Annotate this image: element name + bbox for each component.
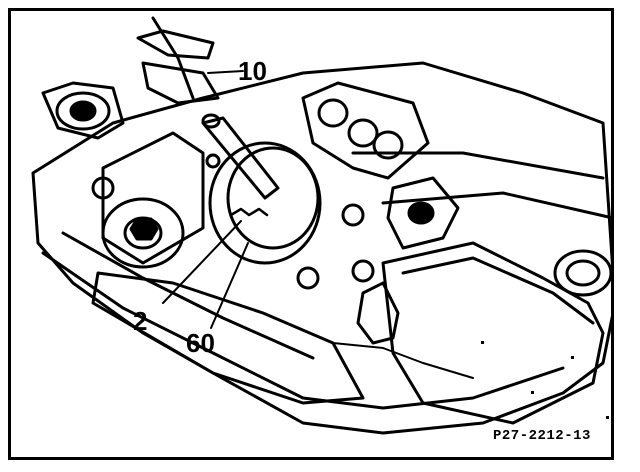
housing-right-rail	[381, 191, 611, 220]
drain-line	[332, 342, 474, 379]
illustration-frame	[8, 8, 614, 460]
bracket-hole-mid	[347, 118, 379, 148]
left-boss-inner	[69, 100, 97, 122]
bracket-hole-right	[372, 130, 404, 160]
left-bracket	[41, 81, 125, 140]
oil-pan	[91, 271, 365, 405]
rivet-dot	[481, 341, 484, 344]
bell-crank-hub	[407, 201, 435, 225]
transmission-line-drawing	[31, 16, 611, 435]
detent-plate	[208, 141, 322, 265]
right-bracket	[301, 81, 430, 180]
hex-socket	[129, 217, 159, 241]
callout-label-10: 10	[238, 56, 267, 86]
housing-top-rail	[351, 151, 605, 180]
housing-rib	[61, 231, 315, 360]
callout-10-leader	[207, 70, 244, 74]
right-boss	[553, 249, 611, 297]
bolt-4	[351, 259, 375, 283]
bell-crank	[386, 176, 460, 250]
bracket-hole-left	[317, 98, 349, 128]
bolt-2	[341, 203, 365, 227]
selector-lever	[201, 116, 280, 200]
rivet-dot	[606, 416, 609, 419]
detent-plate-rim	[226, 146, 320, 250]
bolt-5	[205, 153, 221, 169]
left-boss	[55, 91, 111, 131]
selector-cylinder	[101, 131, 205, 265]
linkage-lever	[141, 61, 220, 105]
bolt-3	[296, 266, 320, 290]
callout-2-leader	[162, 220, 242, 304]
callout-label-60: 60	[186, 328, 215, 358]
detent-spring	[229, 207, 269, 217]
right-boss-inner	[565, 259, 601, 287]
rivet-dot	[531, 391, 534, 394]
selector-cylinder-face	[101, 197, 185, 269]
linkage-clip	[136, 29, 215, 60]
shift-fork	[356, 281, 400, 345]
valve-cover	[381, 241, 605, 425]
lever-pivot	[201, 113, 221, 129]
callout-60-leader	[210, 242, 249, 329]
housing-lower-edge	[41, 251, 565, 410]
callout-label-2: 2	[133, 306, 148, 336]
bolt-1	[91, 176, 115, 200]
linkage-rod	[151, 16, 195, 100]
rivet-dot	[571, 356, 574, 359]
valve-cover-edge	[401, 256, 595, 325]
figure-reference-code: P27-2212-13	[493, 428, 591, 444]
